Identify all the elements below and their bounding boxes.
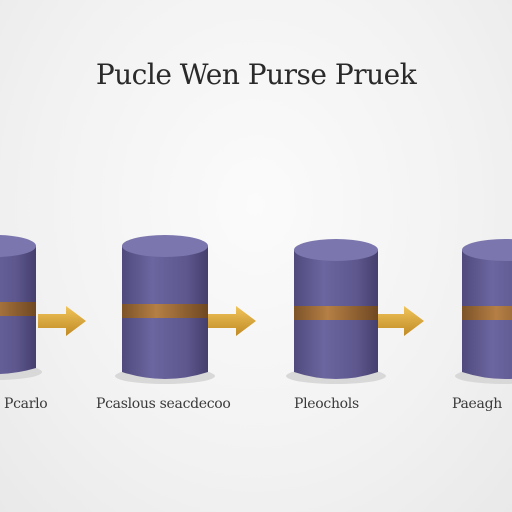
cylinder-1 [0,235,42,380]
step-label-1: Pcarlo [4,396,48,412]
step-label-4: Paeagh [452,396,502,412]
cylinder-2 [115,235,215,384]
cylinder-3 [286,239,386,384]
cylinder-4 [455,239,512,384]
diagram-title: Pucle Wen Purse Pruek [95,58,417,91]
step-label-3: Pleochols [294,396,359,412]
arrow-3 [378,306,424,336]
arrow-2 [208,306,256,336]
step-label-2: Pcaslous seacdecoo [96,396,231,412]
arrow-1 [38,306,86,336]
